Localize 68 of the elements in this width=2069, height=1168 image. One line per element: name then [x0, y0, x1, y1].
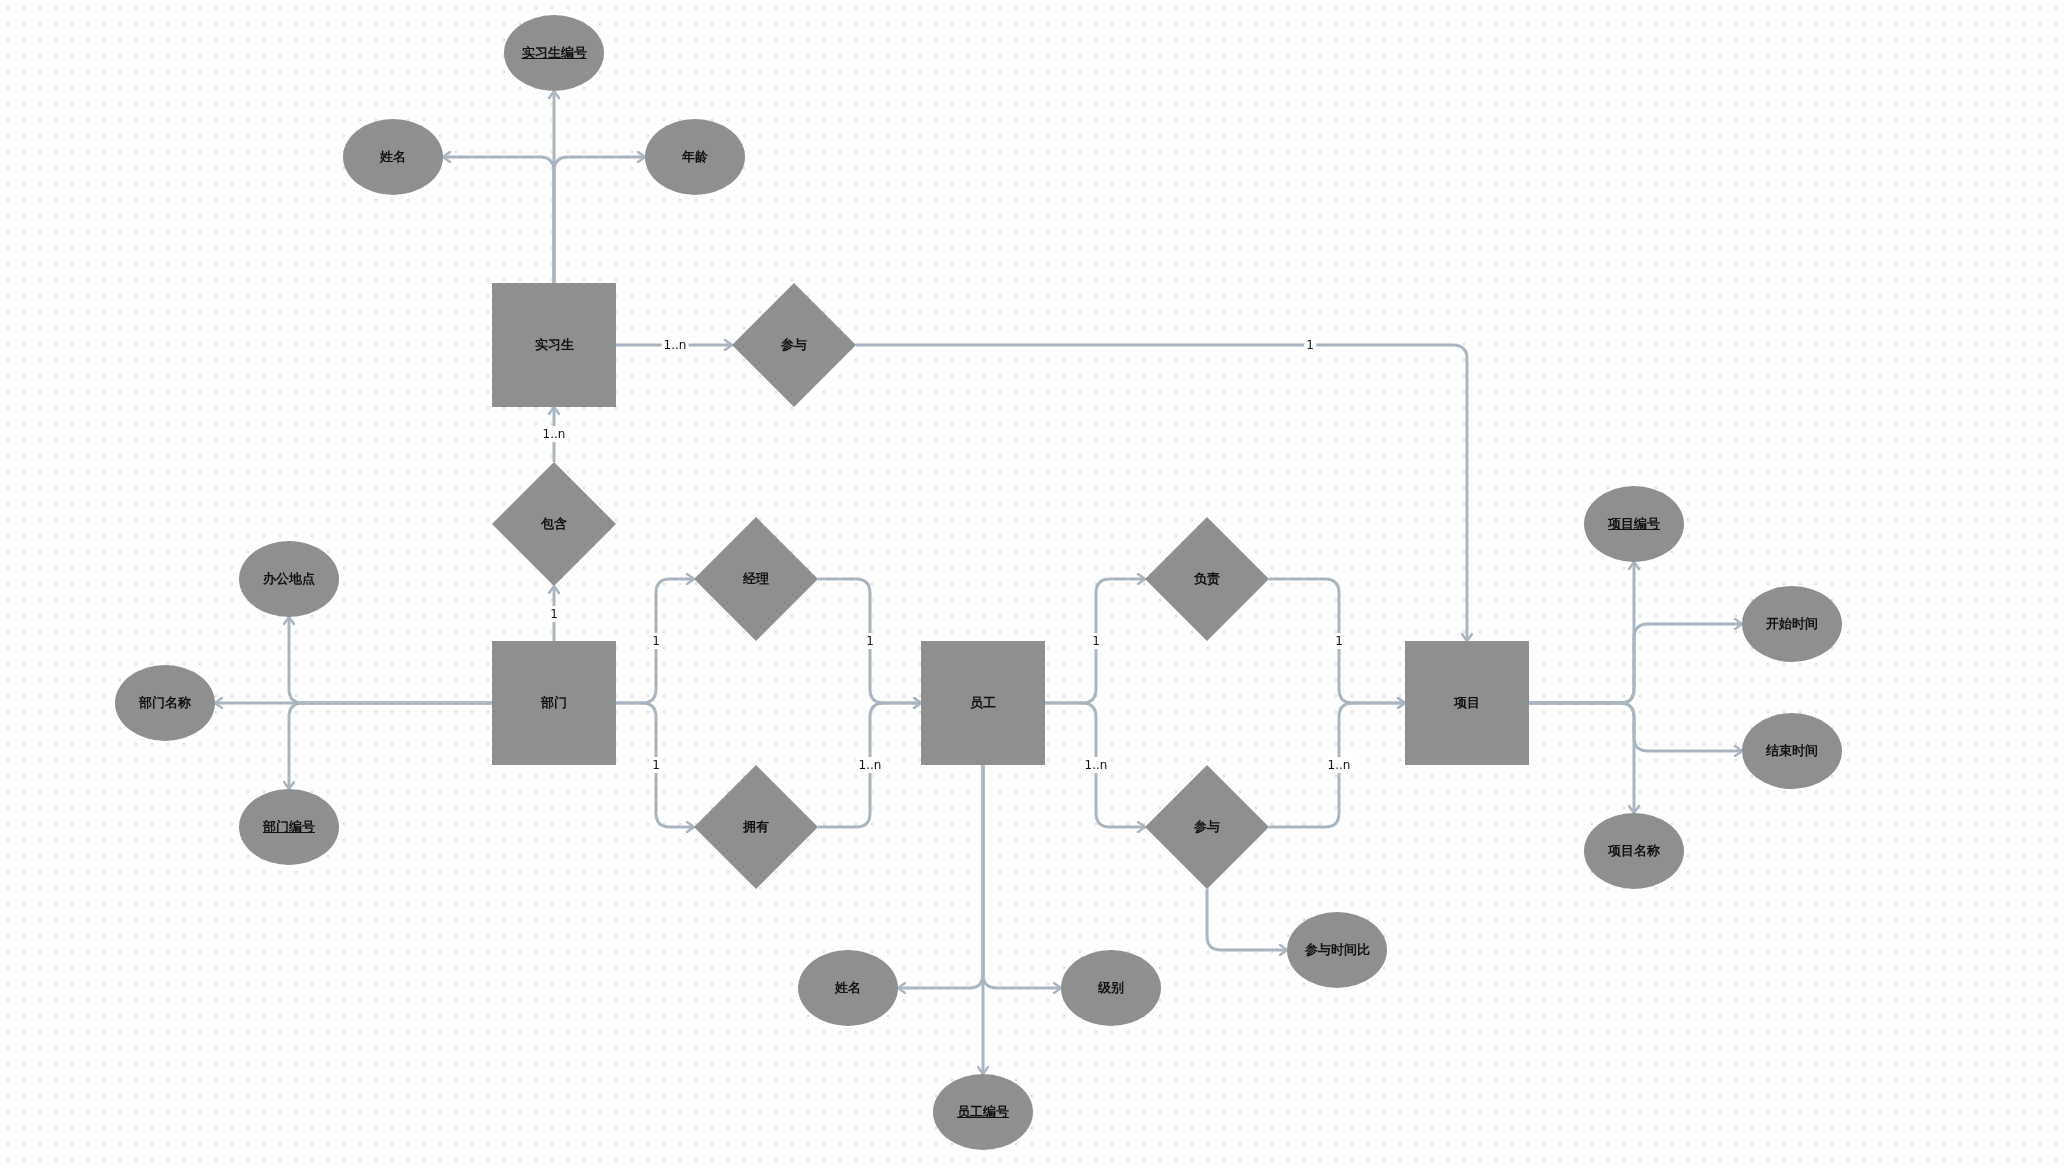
cardinality-label: 1..n: [540, 426, 568, 442]
attribute-name: 开始时间: [1766, 615, 1818, 633]
attribute-ellipse: [933, 1074, 1033, 1150]
cardinality-label: 1: [864, 633, 876, 649]
connector-arrow: [1045, 701, 1147, 834]
attribute-ellipse: [645, 119, 745, 195]
attribute-ellipse: [798, 950, 898, 1026]
key-attribute-name: 部门编号: [263, 818, 315, 836]
connector-arrow: [1529, 701, 1641, 815]
connector-arrow: [282, 701, 492, 791]
cardinality-label: 1..n: [1082, 757, 1110, 773]
attribute-ellipse: [343, 119, 443, 195]
entity-name: 部门: [541, 694, 567, 712]
relationship-diamond: [694, 517, 818, 641]
attribute-name: 级别: [1098, 979, 1124, 997]
attribute-ellipse: [239, 541, 339, 617]
attribute-name: 参与时间比: [1304, 941, 1370, 959]
attribute-ellipse: [1061, 950, 1161, 1026]
connector-arrow: [1205, 889, 1289, 957]
attribute-name: 部门名称: [139, 694, 191, 712]
connector-arrow: [616, 701, 696, 834]
attribute-ellipse: [115, 665, 215, 741]
entity-name: 项目: [1454, 694, 1480, 712]
cardinality-label: 1: [1090, 633, 1102, 649]
key-attribute-name: 员工编号: [957, 1103, 1009, 1121]
cardinality-label: 1: [650, 633, 662, 649]
attribute-name: 年龄: [682, 148, 708, 166]
relationship-name: 包含: [541, 515, 567, 533]
relationship-name: 参与: [1194, 818, 1220, 836]
relationship-name: 负责: [1194, 570, 1220, 588]
key-attribute-name: 实习生编号: [521, 44, 587, 62]
cardinality-label: 1: [1333, 633, 1345, 649]
cardinality-label: 1: [650, 757, 662, 773]
attribute-name: 结束时间: [1766, 742, 1818, 760]
entity-box: [1405, 641, 1529, 765]
connector-arrow: [1269, 696, 1407, 829]
attribute-name: 办公地点: [263, 570, 315, 588]
relationship-name: 参与: [781, 336, 807, 354]
cardinality-label: 1..n: [856, 757, 884, 773]
attribute-ellipse: [1287, 912, 1387, 988]
attribute-ellipse: [1742, 586, 1842, 662]
attribute-ellipse: [504, 15, 604, 91]
attribute-ellipse: [1584, 486, 1684, 562]
connector-arrow: [856, 343, 1474, 643]
attribute-name: 姓名: [835, 979, 861, 997]
cardinality-label: 1..n: [1325, 757, 1353, 773]
attribute-ellipse: [239, 789, 339, 865]
key-attribute-name: 项目编号: [1608, 515, 1660, 533]
connector-arrow: [818, 696, 923, 829]
cardinality-label: 1: [548, 606, 560, 622]
connector-arrow: [976, 765, 990, 1076]
relationship-diamond: [492, 462, 616, 586]
entity-name: 实习生: [534, 336, 574, 354]
relationship-diamond: [732, 283, 856, 407]
entity-box: [492, 641, 616, 765]
entity-name: 员工: [970, 694, 996, 712]
relationship-diamond: [694, 765, 818, 889]
entity-box: [921, 641, 1045, 765]
attribute-name: 姓名: [380, 148, 406, 166]
attribute-ellipse: [1584, 813, 1684, 889]
connector-arrow: [552, 150, 647, 283]
entity-box: [492, 283, 616, 407]
relationship-name: 拥有: [743, 818, 769, 836]
relationship-diamond: [1145, 517, 1269, 641]
relationship-name: 经理: [743, 570, 769, 588]
relationship-diamond: [1145, 765, 1269, 889]
attribute-ellipse: [1742, 713, 1842, 789]
attribute-name: 项目名称: [1608, 842, 1660, 860]
